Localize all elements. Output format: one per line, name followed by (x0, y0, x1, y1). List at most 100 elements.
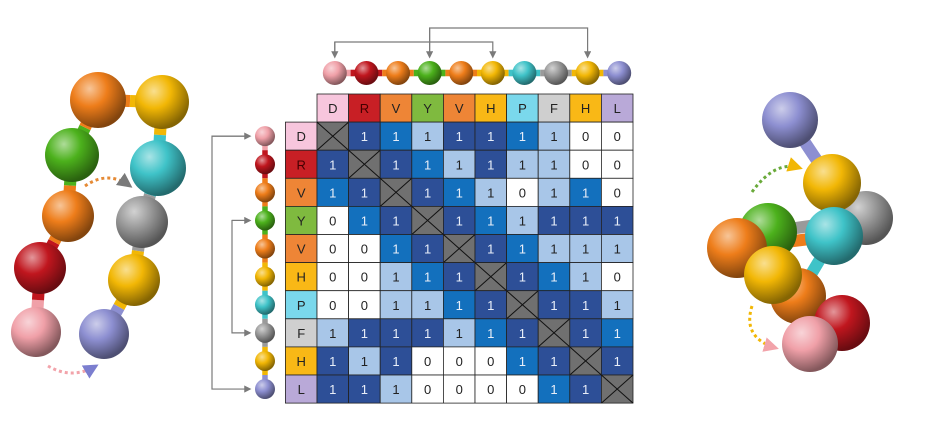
matrix-cell-value: 1 (614, 298, 621, 313)
matrix-cell-value: 1 (392, 213, 399, 228)
left-bead-L (79, 309, 129, 359)
matrix-cell (316, 346, 350, 376)
row-header-label: V (297, 242, 306, 257)
matrix-cell-value: 1 (361, 185, 368, 200)
diagonal-cross (411, 206, 444, 235)
row-header-Y (284, 205, 318, 235)
left-bead-V (70, 72, 126, 128)
matrix-cell-value: 0 (487, 382, 494, 397)
matrix-cell (601, 318, 634, 348)
matrix-cell-value: 1 (329, 185, 336, 200)
right-bead-H (803, 154, 861, 212)
matrix-cell (411, 290, 444, 320)
matrix-cell-value: 1 (519, 157, 526, 172)
matrix-cell-value: 1 (487, 185, 494, 200)
matrix-cell (601, 205, 634, 235)
right-3d-fold (707, 92, 893, 372)
matrix-cell (506, 262, 539, 292)
side-contact-arrow (231, 219, 252, 337)
matrix-cell-value: 0 (582, 129, 589, 144)
matrix-cell (569, 234, 602, 264)
matrix-cell (316, 290, 350, 320)
matrix-cell-value: 1 (582, 382, 589, 397)
column-header-V (379, 93, 413, 123)
matrix-cell-value: 0 (519, 185, 526, 200)
matrix-cell (411, 346, 444, 376)
left-bead-H (108, 254, 160, 306)
matrix-cell-value: 1 (614, 242, 621, 257)
matrix-cell-value: 1 (329, 326, 336, 341)
side-contact-arrow (211, 135, 252, 393)
matrix-cell-value: 1 (550, 157, 557, 172)
right-bead-P (805, 207, 863, 265)
matrix-cell (474, 374, 508, 404)
matrix-cell (348, 318, 381, 348)
matrix-cell-value: 1 (424, 185, 431, 200)
matrix-cell-value: 0 (329, 213, 336, 228)
matrix-cell-value: 1 (582, 185, 589, 200)
top-bead-V (449, 61, 474, 85)
left-bead-P (130, 140, 186, 196)
matrix-cell (601, 234, 634, 264)
matrix-cell (442, 177, 476, 207)
matrix-cell-value: 1 (329, 382, 336, 397)
matrix-cell-value: 1 (582, 213, 589, 228)
matrix-cell-value: 1 (550, 270, 557, 285)
matrix-cell-value: 1 (456, 157, 463, 172)
column-header-P (506, 93, 539, 123)
matrix-cell-value: 1 (487, 213, 494, 228)
side-bead-V (255, 182, 275, 203)
matrix-cell-value: 0 (614, 185, 621, 200)
matrix-cell (411, 149, 444, 179)
column-header-V (442, 93, 476, 123)
matrix-cell-value: 1 (487, 298, 494, 313)
matrix-cell-value: 0 (329, 298, 336, 313)
matrix-cell-value: 1 (550, 298, 557, 313)
matrix-cell-value: 1 (361, 213, 368, 228)
matrix-cell-value: 1 (361, 354, 368, 369)
diagonal-cross (316, 121, 349, 151)
matrix-cell-value: 1 (487, 129, 494, 144)
side-bead-Y (255, 210, 275, 231)
matrix-cell-value: 0 (582, 157, 589, 172)
matrix-cell (348, 121, 381, 151)
matrix-cell (411, 374, 444, 404)
row-header-label: R (297, 157, 306, 172)
matrix-cell (601, 262, 634, 292)
matrix-cell (316, 262, 350, 292)
side-bead-H (255, 266, 275, 287)
matrix-cell (537, 205, 571, 235)
right-bead-L (762, 92, 818, 148)
matrix-cell-value: 0 (456, 354, 463, 369)
matrix-cell-value: 1 (456, 326, 463, 341)
matrix-cell-value: 1 (361, 382, 368, 397)
matrix-cell (411, 121, 444, 151)
matrix-cell-value: 1 (614, 326, 621, 341)
matrix-cell-value: 1 (424, 270, 431, 285)
matrix-cell (474, 346, 508, 376)
matrix-cell-value: 0 (361, 270, 368, 285)
matrix-cell-value: 1 (582, 298, 589, 313)
top-bead-D (322, 61, 347, 85)
matrix-cell (601, 290, 634, 320)
matrix-cell-value: 1 (487, 326, 494, 341)
row-header-label: H (297, 354, 306, 369)
matrix-cell (348, 374, 381, 404)
matrix-cell-value: 1 (582, 270, 589, 285)
top-bead-R (354, 61, 379, 85)
matrix-cell-value: 1 (392, 382, 399, 397)
row-header-label: Y (297, 213, 306, 228)
column-header-label: V (455, 101, 464, 116)
matrix-cell-value: 0 (519, 382, 526, 397)
row-header-label: P (297, 298, 306, 313)
column-header-label: V (392, 101, 401, 116)
column-header-label: L (614, 101, 621, 116)
matrix-cell (442, 290, 476, 320)
matrix-cell-value: 0 (361, 298, 368, 313)
row-header-label: V (297, 185, 306, 200)
matrix-cell-value: 0 (424, 354, 431, 369)
row-header-label: L (298, 382, 305, 397)
contact-arrows (211, 27, 592, 393)
